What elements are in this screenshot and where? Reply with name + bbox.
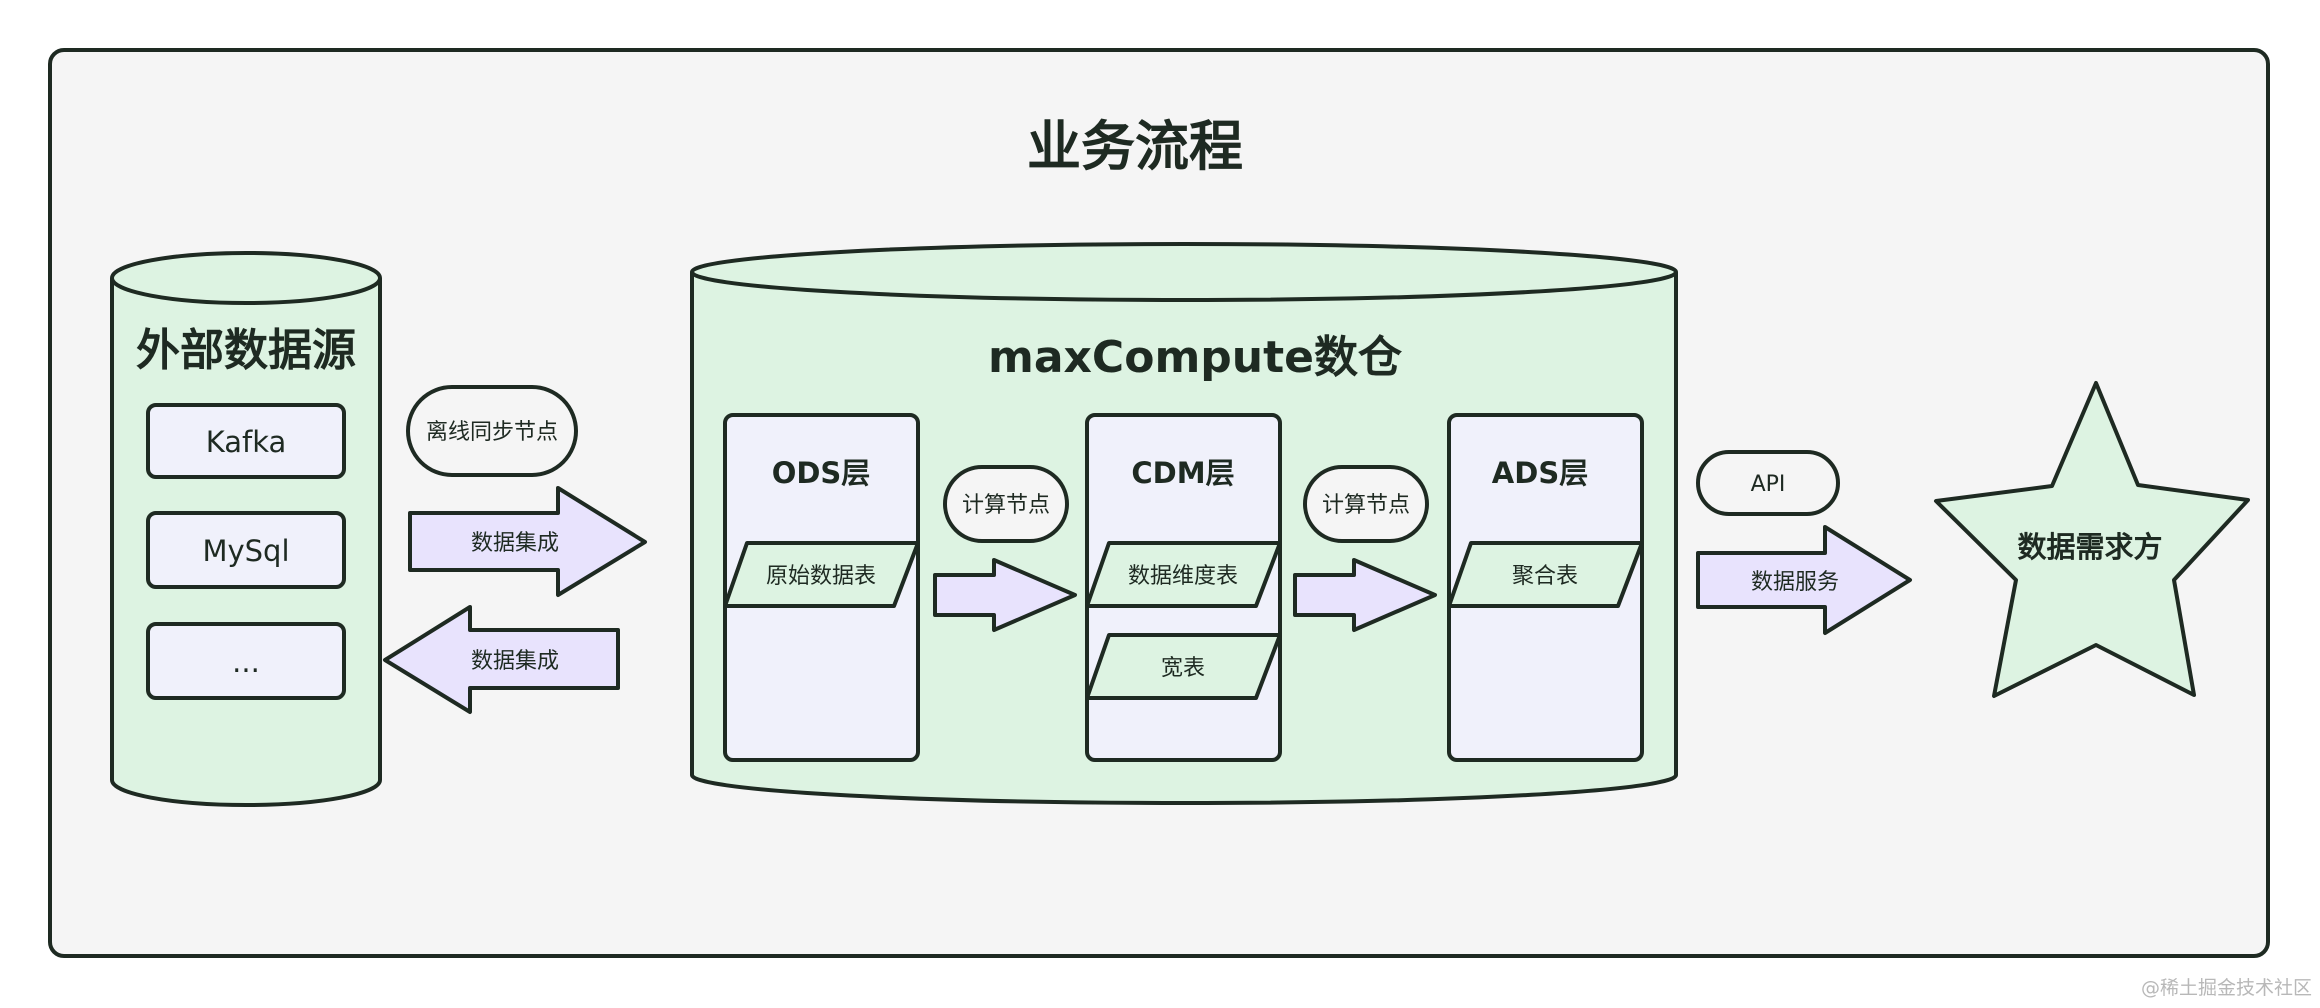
table-wide[interactable]: 宽表	[1085, 633, 1282, 700]
external-source-title: 外部数据源	[136, 325, 356, 376]
table-label: 原始数据表	[766, 564, 876, 589]
svg-text:计算节点: 计算节点	[1322, 493, 1410, 518]
data-service-arrow: 数据服务	[1696, 525, 1912, 635]
svg-text:API: API	[1751, 472, 1786, 497]
table-aggregate[interactable]: 聚合表	[1447, 541, 1644, 608]
layer-label: ODS层	[772, 456, 871, 490]
integration-right-label: 数据集成	[471, 531, 559, 556]
table-label: 聚合表	[1512, 564, 1578, 589]
page-title: 业务流程	[1027, 115, 1243, 178]
compute-node-1: 计算节点	[943, 465, 1069, 543]
data-service-label: 数据服务	[1751, 570, 1839, 595]
consumer-label: 数据需求方	[2017, 530, 2162, 564]
table-dimension[interactable]: 数据维度表	[1085, 541, 1282, 608]
source-item-mysql[interactable]: MySql	[146, 511, 346, 589]
table-label: 数据维度表	[1128, 564, 1238, 589]
table-label: 宽表	[1161, 656, 1205, 681]
layer-label: CDM层	[1131, 456, 1234, 490]
source-item-label: ...	[232, 645, 260, 679]
source-item-label: Kafka	[206, 425, 287, 459]
svg-text:离线同步节点: 离线同步节点	[426, 420, 558, 445]
compute-node-2: 计算节点	[1303, 465, 1429, 543]
table-raw-data[interactable]: 原始数据表	[723, 541, 920, 608]
integration-arrow-left: 数据集成	[383, 605, 620, 714]
svg-text:计算节点: 计算节点	[962, 493, 1050, 518]
consumer-star: 数据需求方	[1934, 381, 2250, 698]
watermark: @稀土掘金技术社区	[2141, 977, 2312, 999]
compute-arrow-2	[1293, 558, 1437, 632]
integration-arrow-right: 数据集成	[408, 486, 647, 597]
source-item-kafka[interactable]: Kafka	[146, 403, 346, 479]
integration-left-label: 数据集成	[471, 649, 559, 674]
warehouse-title: maxCompute数仓	[988, 332, 1403, 383]
source-item-label: MySql	[202, 534, 289, 568]
api-node: API	[1696, 450, 1840, 516]
layer-label: ADS层	[1492, 456, 1588, 490]
compute-arrow-1	[933, 558, 1077, 632]
offline-sync-node: 离线同步节点	[406, 385, 578, 477]
source-item-more[interactable]: ...	[146, 622, 346, 700]
